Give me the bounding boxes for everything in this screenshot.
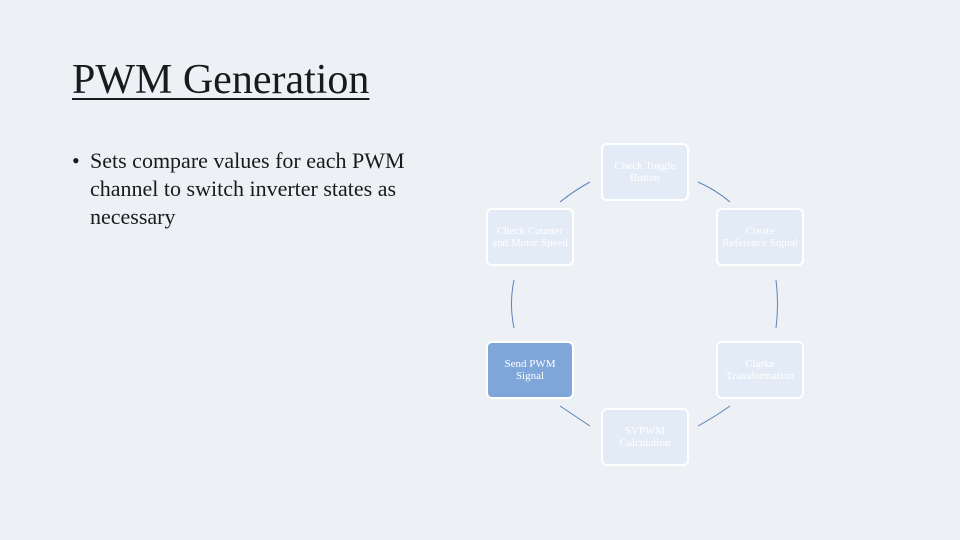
node-check-counter-motor-speed: Check Counter and Motor Speed bbox=[486, 208, 574, 266]
node-send-pwm-signal: Send PWM Signal bbox=[486, 341, 574, 399]
node-svpwm-calculation: SVPWM Calculation bbox=[601, 408, 689, 466]
node-create-reference-signal: Create Reference Signal bbox=[716, 208, 804, 266]
bullet-item: Sets compare values for each PWM channel… bbox=[72, 147, 472, 231]
bullet-text: Sets compare values for each PWM channel… bbox=[90, 148, 405, 229]
connector-toggle-to-reference bbox=[697, 181, 731, 203]
connector-clarke-to-svpwm bbox=[697, 405, 731, 427]
node-clarke-transformation: Clarke Transformation bbox=[716, 341, 804, 399]
connector-reference-to-clarke bbox=[775, 279, 778, 329]
bullet-list: Sets compare values for each PWM channel… bbox=[72, 147, 472, 231]
connector-svpwm-to-send bbox=[559, 405, 591, 427]
node-check-toggle-button: Check Toggle Button bbox=[601, 143, 689, 201]
connector-send-to-counter bbox=[511, 279, 515, 329]
slide-title: PWM Generation bbox=[72, 57, 370, 103]
connector-counter-to-toggle bbox=[559, 181, 591, 203]
